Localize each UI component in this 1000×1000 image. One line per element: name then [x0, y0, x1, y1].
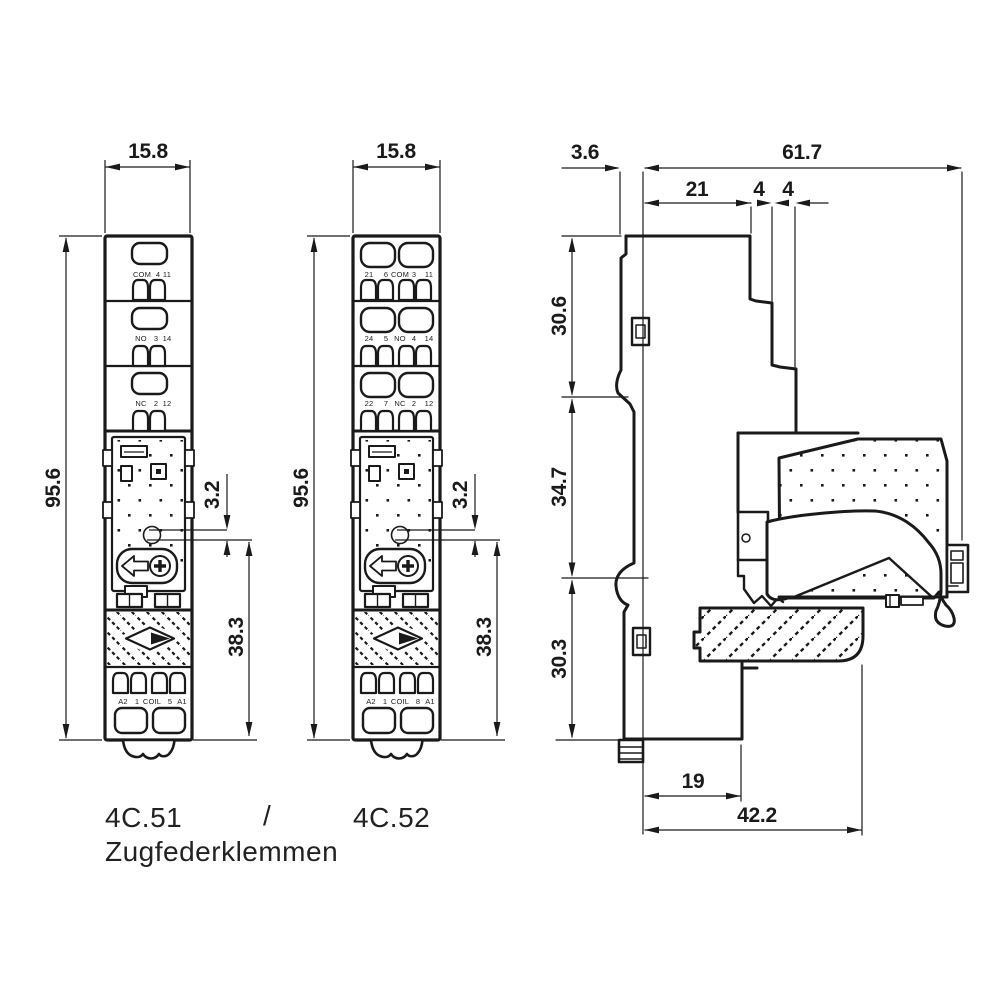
- dim-pin-offset: 3.2: [395, 474, 500, 557]
- dim-height: 95.6: [42, 235, 102, 741]
- svg-text:3.2: 3.2: [449, 481, 472, 509]
- svg-text:30.6: 30.6: [548, 296, 571, 336]
- dim-base-42: 42.2: [644, 664, 863, 836]
- dim-width: 15.8: [352, 140, 441, 233]
- model-left-label: 4C.51: [105, 802, 182, 833]
- dim-base-19: 19: [644, 744, 742, 802]
- dim-total-depth: 61.7: [642, 141, 963, 835]
- model-right-label: 4C.52: [353, 802, 430, 833]
- terminal-type-label: Zugfederklemmen: [105, 836, 338, 867]
- svg-text:61.7: 61.7: [782, 141, 822, 164]
- svg-text:4: 4: [753, 178, 765, 201]
- dim-pin-depth: 38.3: [441, 541, 505, 741]
- dim-height-bottom: 30.3: [548, 579, 619, 741]
- svg-text:95.6: 95.6: [290, 468, 313, 508]
- dim-height: 95.6: [290, 235, 350, 741]
- model-separator: /: [263, 800, 271, 831]
- svg-text:4: 4: [782, 178, 794, 201]
- svg-text:34.7: 34.7: [548, 467, 571, 507]
- svg-text:30.3: 30.3: [548, 639, 571, 679]
- dim-height-top: 30.6: [548, 235, 629, 398]
- dim-steps-21-4-4: 21 4 4: [644, 178, 829, 368]
- dim-height-mid: 34.7: [548, 398, 649, 579]
- dim-pin-depth: 38.3: [193, 541, 257, 741]
- svg-text:38.3: 38.3: [225, 617, 248, 657]
- svg-text:3.6: 3.6: [571, 141, 599, 164]
- svg-text:15.8: 15.8: [128, 140, 168, 163]
- dim-front-offset: 3.6: [561, 141, 621, 235]
- svg-text:38.3: 38.3: [473, 617, 496, 657]
- svg-text:42.2: 42.2: [737, 804, 777, 827]
- svg-text:15.8: 15.8: [376, 140, 416, 163]
- dim-pin-offset: 3.2: [147, 474, 252, 557]
- caption: 4C.51 / 4C.52 Zugfederklemmen: [105, 800, 430, 867]
- svg-text:3.2: 3.2: [201, 481, 224, 509]
- side-view: 3.6 61.7 21 4 4 30.6: [548, 141, 970, 836]
- svg-text:19: 19: [682, 770, 705, 793]
- dim-width: 15.8: [104, 140, 191, 233]
- svg-text:95.6: 95.6: [42, 468, 65, 508]
- svg-text:21: 21: [686, 178, 709, 201]
